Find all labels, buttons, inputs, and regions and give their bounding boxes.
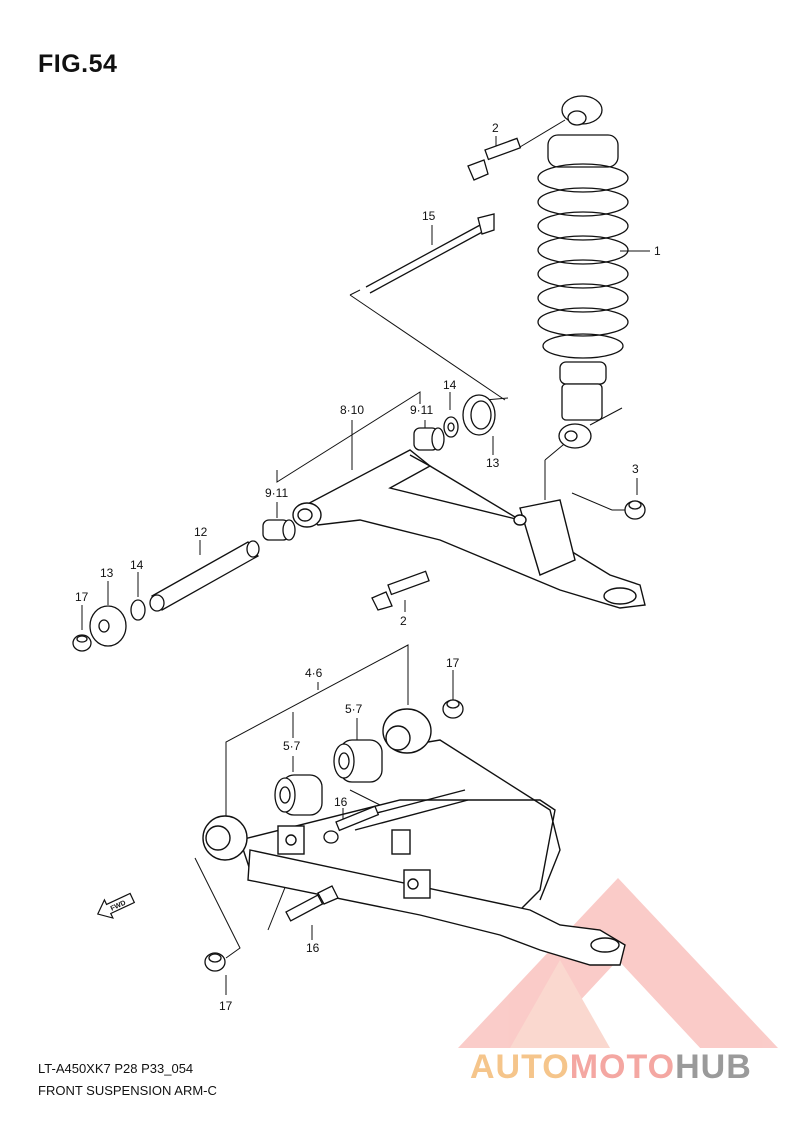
lower-bushings (274, 739, 383, 816)
upper-bushings (262, 394, 496, 541)
shock-absorber (537, 95, 629, 449)
watermark-part-hub: HUB (675, 1048, 752, 1086)
callout-16a: 16 (334, 795, 348, 809)
figure-code: LT-A450XK7 P28 P33_054 (38, 1061, 194, 1076)
callout-13b: 13 (100, 566, 114, 580)
callout-15: 15 (422, 209, 436, 223)
upper-arm (292, 449, 646, 609)
callout-16b: 16 (306, 941, 320, 955)
callout-12: 12 (194, 525, 208, 539)
nuts-17-lower (204, 699, 464, 972)
watermark-text: AUTOMOTOHUB (470, 1048, 752, 1087)
callout-2b: 2 (400, 614, 407, 628)
bolt-15 (365, 213, 495, 294)
callout-14b: 14 (130, 558, 144, 572)
callout-17a: 17 (75, 590, 89, 604)
callout-17b: 17 (446, 656, 460, 670)
watermark-part-moto: MOTO (569, 1048, 676, 1086)
callout-1: 1 (654, 244, 661, 258)
forward-arrow-icon: FWD (96, 892, 136, 919)
lower-arm (202, 708, 626, 966)
callout-9-11a: 9·11 (410, 403, 433, 417)
callout-labels: 1 2 2 3 8·10 9·11 9·11 12 13 13 14 14 15… (75, 121, 661, 1013)
callout-4-6: 4·6 (305, 666, 323, 680)
callout-8-10: 8·10 (340, 403, 364, 417)
callout-13a: 13 (486, 456, 500, 470)
bolt-2-top (467, 137, 522, 181)
watermark-part-auto: AUTO (470, 1048, 570, 1086)
callout-17c: 17 (219, 999, 233, 1013)
bolts-16 (285, 805, 380, 922)
bolt-2-lower (371, 570, 430, 611)
left-hardware (72, 599, 146, 652)
callout-2a: 2 (492, 121, 499, 135)
watermark-logo (458, 878, 778, 1048)
figure-title: FIG.54 (38, 50, 118, 78)
figure-caption: FRONT SUSPENSION ARM-C (38, 1083, 217, 1098)
callout-14a: 14 (443, 378, 457, 392)
callout-9-11b: 9·11 (265, 486, 288, 500)
nut-3 (624, 500, 646, 520)
callout-3: 3 (632, 462, 639, 476)
callout-5-7a: 5·7 (345, 702, 363, 716)
callout-5-7b: 5·7 (283, 739, 301, 753)
pipe-12 (149, 540, 260, 612)
